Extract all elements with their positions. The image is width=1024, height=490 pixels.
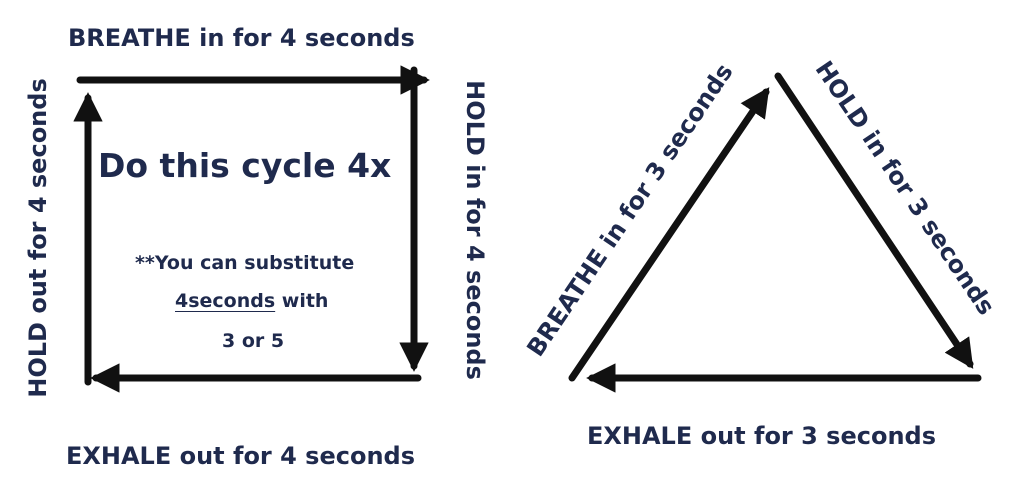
underlined-seconds: 4seconds [175, 290, 276, 312]
box-breathing-square [73, 65, 430, 393]
triangle-bottom-label: EXHALE out for 3 seconds [587, 422, 937, 450]
square-left-label: HOLD out for 4 seconds [24, 78, 52, 398]
arrow-left-side [568, 87, 770, 382]
arrow-right-side [774, 72, 974, 369]
substitute-note-line3: 3 or 5 [222, 330, 285, 352]
square-bottom-label: EXHALE out for 4 seconds [66, 442, 416, 470]
square-right-label: HOLD in for 4 seconds [461, 80, 489, 380]
note-line2-rest: with [275, 290, 329, 312]
substitute-note-line2: 4seconds with [175, 290, 328, 312]
substitute-note-line1: **You can substitute [135, 252, 355, 274]
cycle-instruction: Do this cycle 4x [98, 146, 392, 185]
square-top-label: BREATHE in for 4 seconds [68, 24, 415, 52]
triangle-breathing [568, 72, 982, 393]
